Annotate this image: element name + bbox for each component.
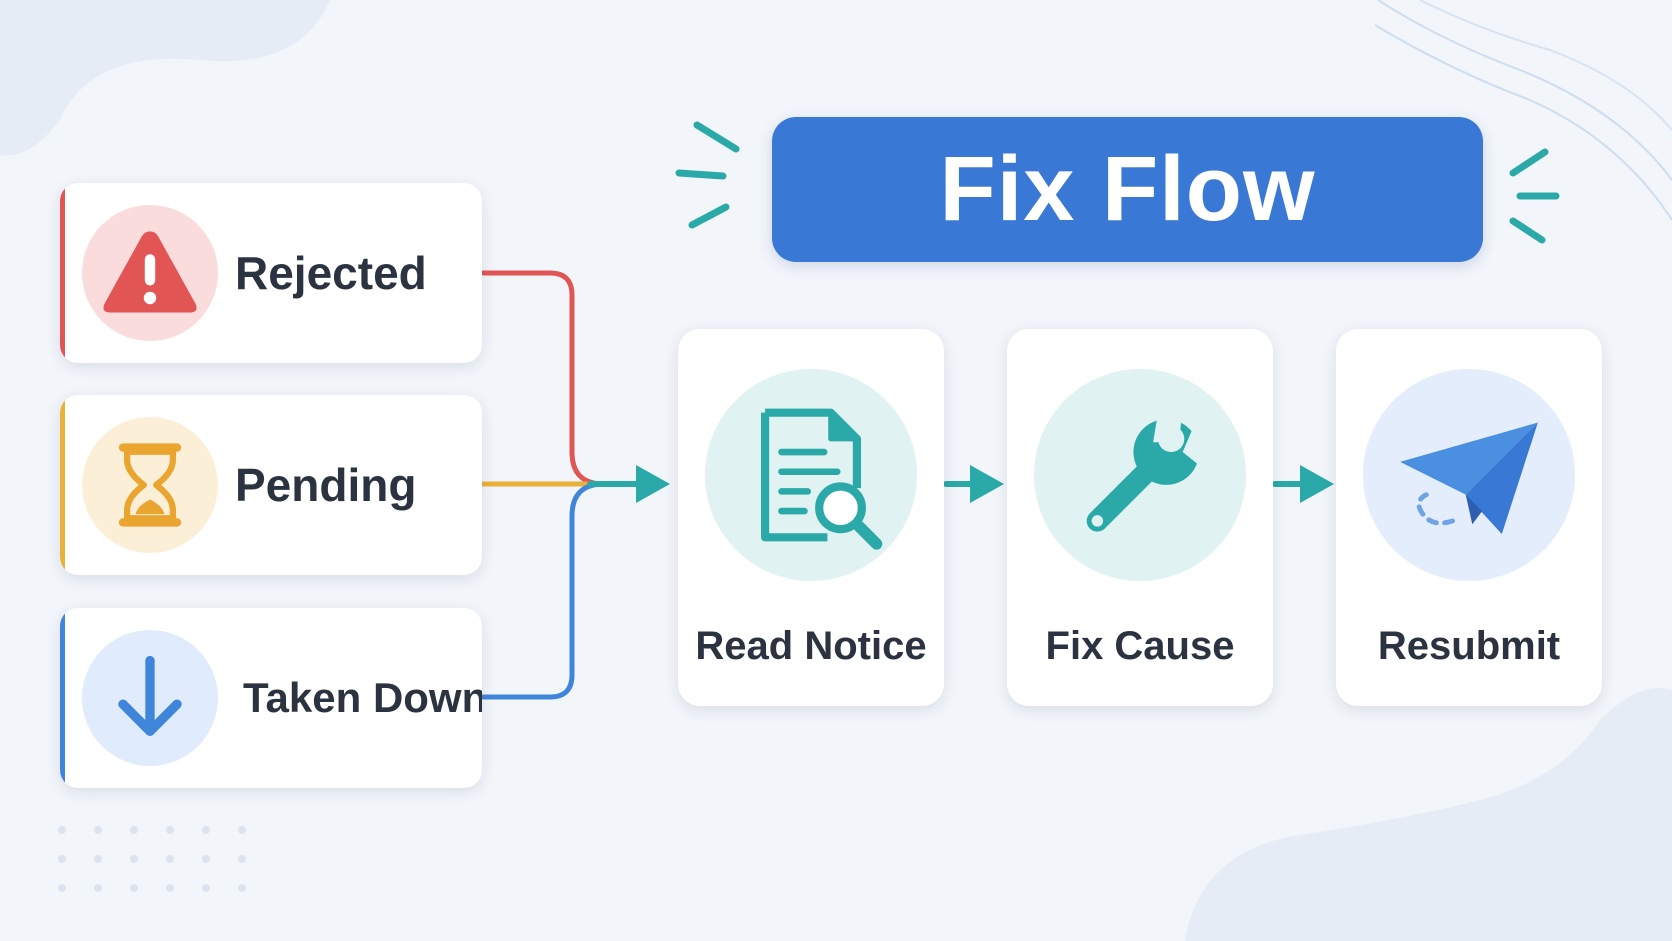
status-card-rejected: Rejected	[60, 183, 482, 363]
paper-plane-icon	[1400, 422, 1538, 535]
arrow-down-icon	[118, 655, 182, 736]
connector-taken-down	[480, 481, 635, 700]
warning-icon	[103, 231, 197, 313]
title-sparkles	[675, 121, 1560, 244]
document-search-icon	[760, 408, 883, 550]
step-label: Resubmit	[1377, 624, 1561, 668]
connector-rejected	[480, 270, 635, 487]
status-card-pending: Pending	[60, 395, 482, 575]
dot-grid-decoration	[58, 826, 258, 898]
page-title: Fix Flow	[939, 138, 1316, 240]
status-icon-circle	[82, 417, 218, 553]
step-icon-circle	[705, 369, 917, 581]
title-banner: Fix Flow	[772, 117, 1483, 262]
status-icon-circle	[82, 205, 218, 341]
step-card-read-notice: Read Notice	[678, 329, 944, 706]
step-label: Read Notice	[695, 624, 927, 668]
arrow-into-read-notice	[636, 465, 670, 503]
status-accent-bar	[60, 183, 65, 363]
wrench-icon	[1086, 402, 1219, 532]
step-icon-circle	[1034, 369, 1246, 581]
arrow-into-fix-cause	[970, 465, 1004, 503]
status-label: Taken Down	[243, 674, 482, 721]
step-icon-circle	[1363, 369, 1575, 581]
status-card-taken-down: Taken Down	[60, 608, 482, 788]
hourglass-icon	[118, 443, 182, 527]
step-card-fix-cause: Fix Cause	[1007, 329, 1273, 706]
status-label: Rejected	[235, 247, 427, 299]
status-icon-circle	[82, 630, 218, 766]
arrow-into-resubmit	[1300, 465, 1334, 503]
step-label: Fix Cause	[1045, 624, 1235, 668]
status-accent-bar	[60, 608, 65, 788]
step-card-resubmit: Resubmit	[1336, 329, 1602, 706]
status-accent-bar	[60, 395, 65, 575]
status-label: Pending	[235, 459, 417, 511]
